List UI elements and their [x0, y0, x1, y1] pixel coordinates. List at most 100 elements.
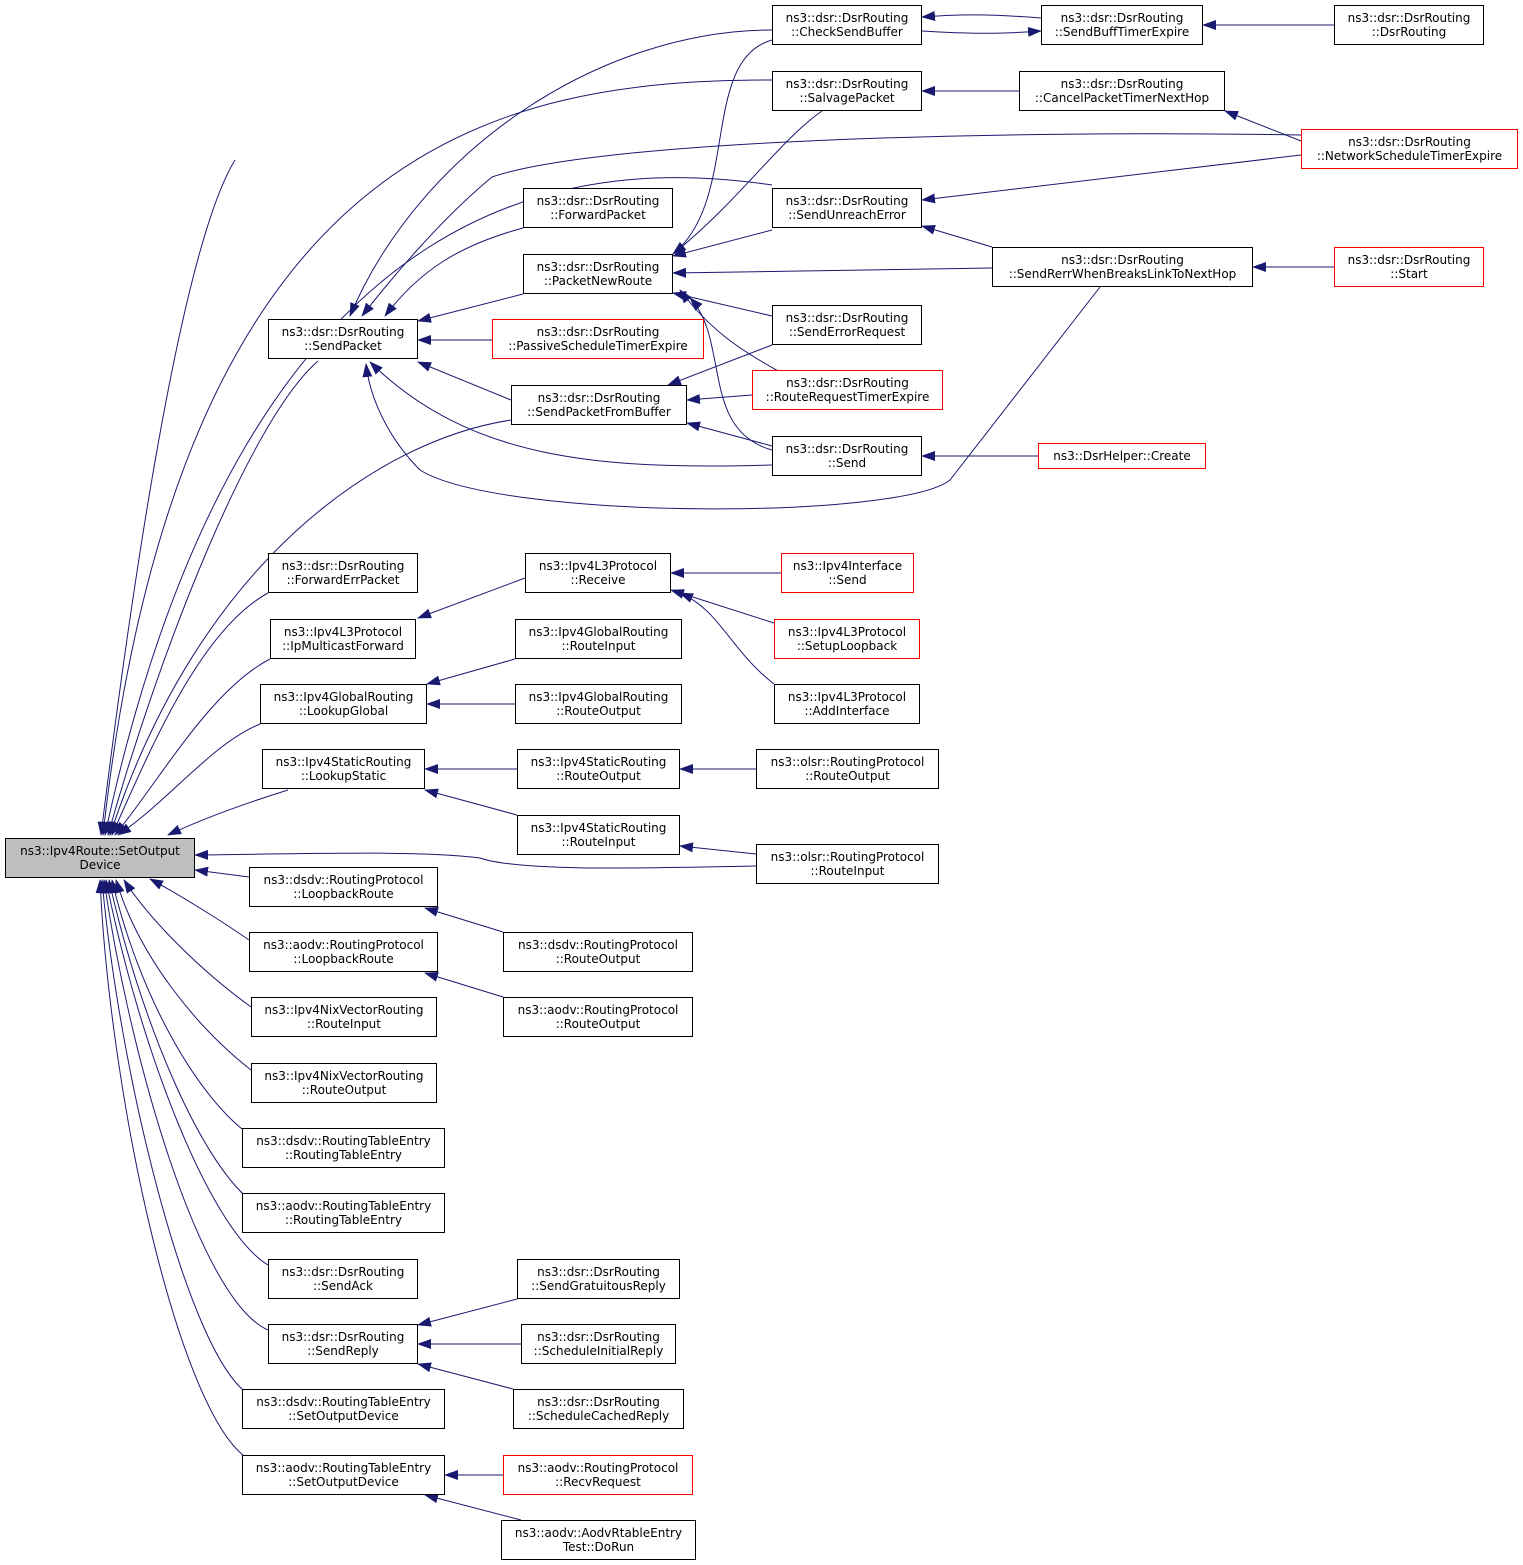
node-fwderr[interactable]: ns3::dsr::DsrRouting::ForwardErrPacket: [268, 553, 418, 593]
node-label: ::NetworkScheduleTimerExpire: [1316, 149, 1503, 163]
node-label: ns3::dsr::DsrRouting: [537, 1395, 660, 1409]
node-dsdvsod[interactable]: ns3::dsdv::RoutingTableEntry::SetOutputD…: [242, 1389, 445, 1429]
node-addif[interactable]: ns3::Ipv4L3Protocol::AddInterface: [774, 684, 920, 724]
node-olsrin[interactable]: ns3::olsr::RoutingProtocol::RouteInput: [756, 844, 939, 884]
node-label: ::RouteOutput: [555, 1017, 641, 1031]
node-ipmcast[interactable]: ns3::Ipv4L3Protocol::IpMulticastForward: [270, 619, 416, 659]
node-checksend[interactable]: ns3::dsr::DsrRouting::CheckSendBuffer: [772, 5, 922, 45]
node-label: ::AddInterface: [804, 704, 890, 718]
call-edge: [110, 879, 251, 1136]
node-rreqtimer[interactable]: ns3::dsr::DsrRouting::RouteRequestTimerE…: [752, 370, 943, 410]
node-label: ::RouteOutput: [556, 769, 641, 783]
node-label: ns3::dsr::DsrRouting: [536, 325, 660, 339]
node-label: ::RouteOutput: [301, 1083, 387, 1097]
node-label: ns3::Ipv4Route::SetOutput: [20, 844, 180, 858]
node-salvage[interactable]: ns3::dsr::DsrRouting::SalvagePacket: [772, 71, 922, 111]
node-label: ::SendBuffTimerExpire: [1054, 25, 1190, 39]
node-aodvsod[interactable]: ns3::aodv::RoutingTableEntry::SetOutputD…: [242, 1455, 445, 1495]
node-send[interactable]: ns3::dsr::DsrRouting::Send: [772, 436, 922, 476]
node-label: ::RouteInput: [810, 864, 885, 878]
node-label: ::DsrRouting: [1371, 25, 1447, 39]
node-label: ::PassiveScheduleTimerExpire: [508, 339, 688, 353]
node-label: ::RouteInput: [561, 639, 636, 653]
call-edge: [102, 177, 773, 836]
node-dsrrouting[interactable]: ns3::dsr::DsrRouting::DsrRouting: [1334, 5, 1484, 45]
node-label: ::SalvagePacket: [799, 91, 895, 105]
node-grin[interactable]: ns3::Ipv4GlobalRouting::RouteInput: [515, 619, 682, 659]
call-edge: [667, 344, 773, 386]
node-helper[interactable]: ns3::DsrHelper::Create: [1038, 443, 1206, 469]
node-fwdpacket[interactable]: ns3::dsr::DsrRouting::ForwardPacket: [523, 188, 673, 228]
node-receive[interactable]: ns3::Ipv4L3Protocol::Receive: [525, 553, 671, 593]
call-edge: [921, 26, 1042, 37]
node-aodvrout[interactable]: ns3::aodv::RoutingProtocol::RouteOutput: [503, 997, 693, 1037]
node-spfb[interactable]: ns3::dsr::DsrRouting::SendPacketFromBuff…: [511, 385, 687, 425]
node-label: ns3::dsr::DsrRouting: [536, 260, 660, 274]
call-edge: [103, 879, 269, 1266]
node-label: ns3::olsr::RoutingProtocol: [770, 755, 925, 769]
node-pnewroute[interactable]: ns3::dsr::DsrRouting::PacketNewRoute: [523, 254, 673, 294]
node-unreach[interactable]: ns3::dsr::DsrRouting::SendUnreachError: [772, 188, 922, 228]
node-label: ns3::Ipv4GlobalRouting: [528, 625, 669, 639]
node-label: ns3::dsr::DsrRouting: [281, 1265, 405, 1279]
node-lookstatic[interactable]: ns3::Ipv4StaticRouting::LookupStatic: [262, 749, 425, 789]
node-srout[interactable]: ns3::Ipv4StaticRouting::RouteOutput: [517, 749, 680, 789]
call-edge: [426, 658, 516, 686]
node-initreply[interactable]: ns3::dsr::DsrRouting::ScheduleInitialRep…: [521, 1324, 676, 1364]
node-grout[interactable]: ns3::Ipv4GlobalRouting::RouteOutput: [515, 684, 682, 724]
node-sendreply[interactable]: ns3::dsr::DsrRouting::SendReply: [268, 1324, 418, 1364]
node-aodvloop[interactable]: ns3::aodv::RoutingProtocol::LoopbackRout…: [249, 932, 438, 972]
node-recvreq[interactable]: ns3::aodv::RoutingProtocol::RecvRequest: [503, 1455, 693, 1495]
node-cachedreply[interactable]: ns3::dsr::DsrRouting::ScheduleCachedRepl…: [513, 1389, 684, 1429]
node-aodvrte[interactable]: ns3::aodv::RoutingTableEntry::RoutingTab…: [242, 1193, 445, 1233]
node-ifsend[interactable]: ns3::Ipv4Interface::Send: [781, 553, 914, 593]
node-label: ::ForwardPacket: [550, 208, 646, 222]
node-dsdvloop[interactable]: ns3::dsdv::RoutingProtocol::LoopbackRout…: [249, 867, 438, 907]
node-label: ::IpMulticastForward: [282, 639, 404, 653]
call-edge: [114, 658, 271, 836]
node-label: ns3::dsdv::RoutingTableEntry: [256, 1134, 431, 1148]
call-edge: [417, 577, 526, 619]
node-nixin[interactable]: ns3::Ipv4NixVectorRouting::RouteInput: [251, 997, 437, 1037]
call-edge: [679, 842, 757, 855]
call-edge: [98, 879, 251, 1396]
node-cancelnext[interactable]: ns3::dsr::DsrRouting::CancelPacketTimerN…: [1019, 71, 1225, 111]
node-sendpacket[interactable]: ns3::dsr::DsrRouting::SendPacket: [268, 319, 418, 359]
node-label: ns3::Ipv4NixVectorRouting: [264, 1069, 424, 1083]
node-label: ns3::dsr::DsrRouting: [785, 11, 909, 25]
call-edge: [679, 592, 775, 685]
node-srin[interactable]: ns3::Ipv4StaticRouting::RouteInput: [517, 815, 680, 855]
call-edge: [384, 227, 524, 317]
node-label: ::LoopbackRoute: [293, 952, 394, 966]
node-rerr[interactable]: ns3::dsr::DsrRouting::SendRerrWhenBreaks…: [992, 247, 1253, 287]
node-sendack[interactable]: ns3::dsr::DsrRouting::SendAck: [268, 1259, 418, 1299]
call-edge: [686, 421, 773, 447]
node-label: ns3::dsr::DsrRouting: [785, 442, 909, 456]
node-errreq[interactable]: ns3::dsr::DsrRouting::SendErrorRequest: [772, 305, 922, 345]
node-nixout[interactable]: ns3::Ipv4NixVectorRouting::RouteOutput: [251, 1063, 437, 1103]
node-netsched[interactable]: ns3::dsr::DsrRouting::NetworkScheduleTim…: [1301, 129, 1518, 169]
call-edge: [194, 849, 757, 869]
node-buffexp[interactable]: ns3::dsr::DsrRouting::SendBuffTimerExpir…: [1041, 5, 1203, 45]
node-label: Device: [79, 858, 121, 872]
node-label: ::Start: [1390, 267, 1428, 281]
node-label: ns3::aodv::RoutingProtocol: [517, 1461, 679, 1475]
node-dsdvrout[interactable]: ns3::dsdv::RoutingProtocol::RouteOutput: [503, 932, 693, 972]
node-label: ns3::Ipv4GlobalRouting: [528, 690, 669, 704]
node-olsrout[interactable]: ns3::olsr::RoutingProtocol::RouteOutput: [756, 749, 939, 789]
node-dsdvrte[interactable]: ns3::dsdv::RoutingTableEntry::RoutingTab…: [242, 1128, 445, 1168]
node-label: ns3::Ipv4Interface: [792, 559, 903, 573]
node-start[interactable]: ns3::dsr::DsrRouting::Start: [1334, 247, 1484, 287]
node-label: ::RecvRequest: [555, 1475, 641, 1489]
call-edge: [149, 878, 250, 941]
node-passive[interactable]: ns3::dsr::DsrRouting::PassiveScheduleTim…: [492, 319, 704, 359]
node-label: ::SendPacket: [304, 339, 382, 353]
node-label: ns3::dsr::DsrRouting: [537, 1265, 660, 1279]
node-gratuitous[interactable]: ns3::dsr::DsrRouting::SendGratuitousRepl…: [517, 1259, 680, 1299]
call-edge: [97, 159, 236, 836]
call-edge: [100, 879, 269, 1331]
node-setuploop[interactable]: ns3::Ipv4L3Protocol::SetupLoopback: [774, 619, 920, 659]
node-lookglobal[interactable]: ns3::Ipv4GlobalRouting::LookupGlobal: [260, 684, 427, 724]
